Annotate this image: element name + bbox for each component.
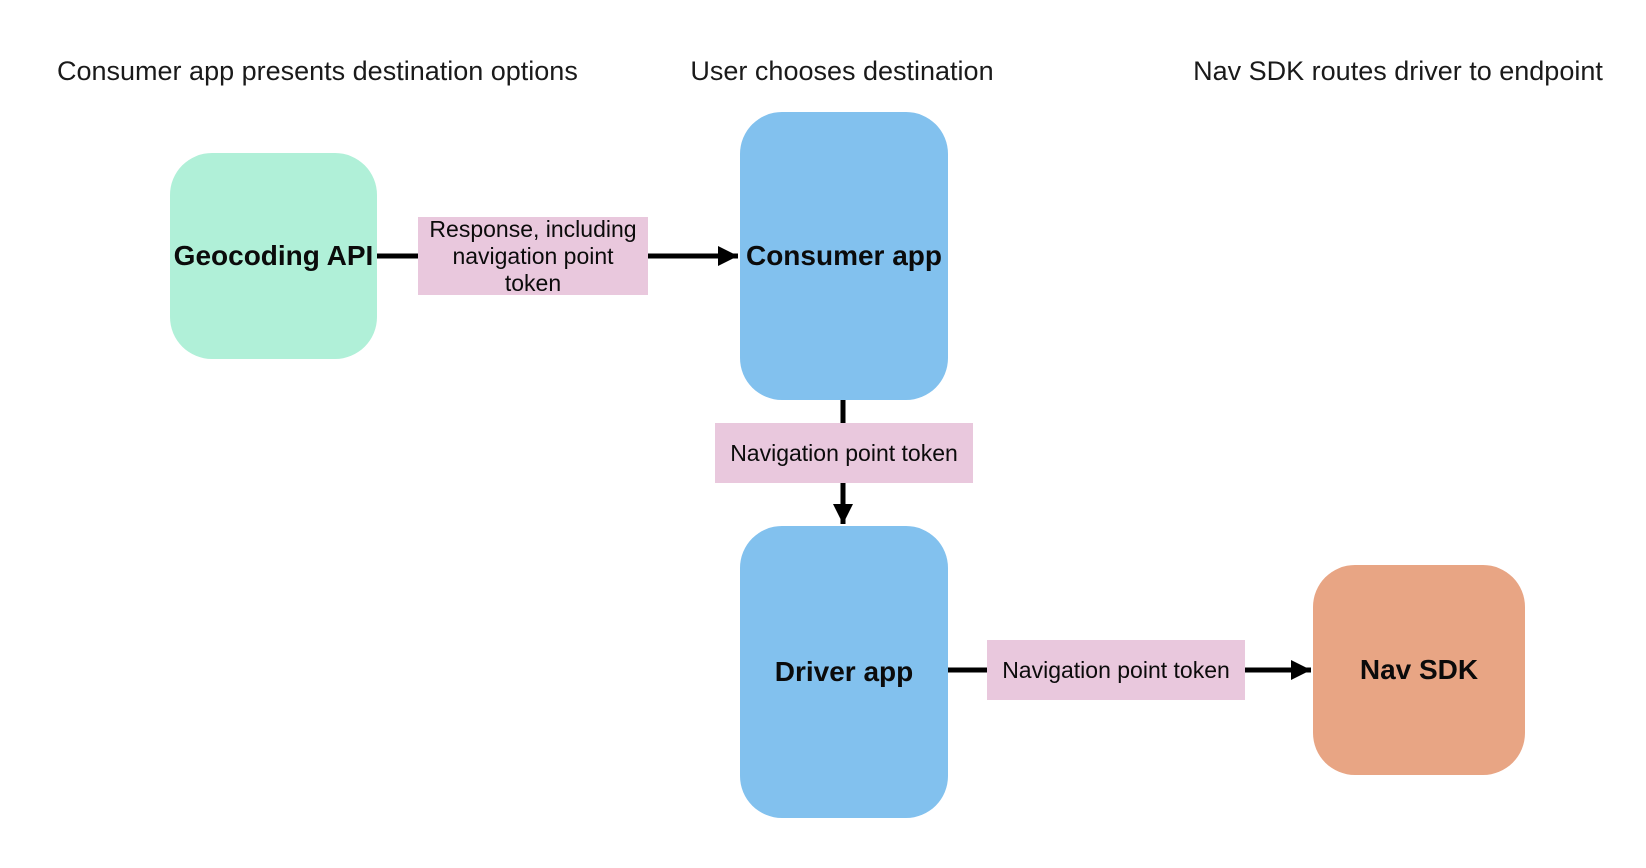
stage-title-consumer-presents: Consumer app presents destination option… xyxy=(57,56,578,86)
stage-title-user-chooses: User chooses destination xyxy=(690,56,994,86)
edge-label-navigation-point-token-vertical: Navigation point token xyxy=(715,423,973,483)
node-geocoding-api: Geocoding API xyxy=(170,153,377,359)
node-consumer-app: Consumer app xyxy=(740,112,948,400)
stage-title-navsdk-routes: Nav SDK routes driver to endpoint xyxy=(1193,56,1603,86)
edge-label-navigation-point-token-horizontal: Navigation point token xyxy=(987,640,1245,700)
edge-label-response-including-token: Response, including navigation point tok… xyxy=(418,216,648,296)
node-nav-sdk: Nav SDK xyxy=(1313,565,1525,775)
node-driver-app: Driver app xyxy=(740,526,948,818)
